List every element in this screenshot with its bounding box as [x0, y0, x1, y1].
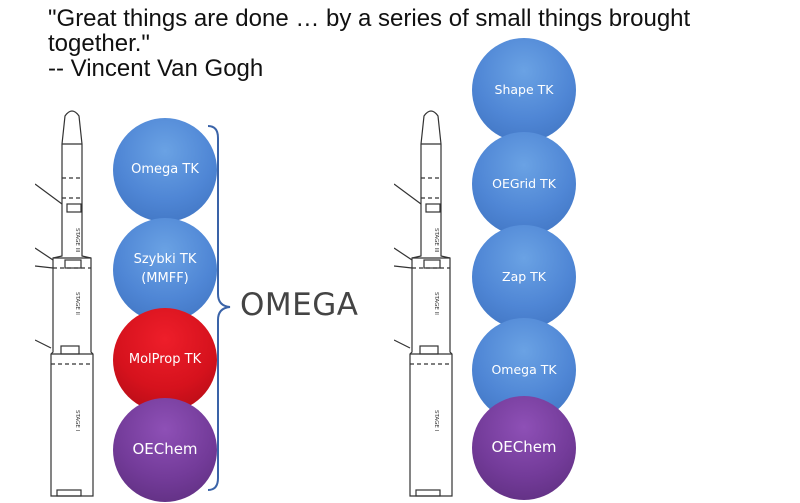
zap-tk-label: Zap TK	[502, 268, 546, 284]
szybki-tk-sublabel: (MMFF)	[141, 271, 189, 286]
oechem-label-left: OEChem	[132, 440, 198, 459]
quote-line-1: "Great things are done … by a series of …	[48, 5, 691, 32]
oechem-ball-right: OEChem	[472, 396, 576, 500]
omega-tk-label: Omega TK	[131, 161, 199, 177]
omega-tk-ball: Omega TK	[113, 118, 217, 222]
stage-3-label: STAGE III	[74, 228, 80, 253]
oegrid-tk-ball: OEGrid TK	[472, 132, 576, 236]
stage-3-label-right: STAGE III	[433, 228, 439, 253]
oechem-label-right: OEChem	[491, 438, 557, 457]
rocket-drawing-right: STAGE III STAGE II STAGE I	[394, 110, 453, 497]
stage-1-label: STAGE I	[74, 410, 80, 432]
oechem-ball-left: OEChem	[113, 398, 217, 502]
stage-2-label-right: STAGE II	[433, 292, 439, 315]
oegrid-tk-label: OEGrid TK	[492, 175, 556, 191]
stage-1-label-right: STAGE I	[433, 410, 439, 432]
omega-label: OMEGA	[240, 287, 359, 323]
quote-text: "Great things are done … by a series of …	[48, 6, 768, 81]
omega-tk-label-right: Omega TK	[491, 361, 557, 377]
rocket-drawing-left: STAGE III STAGE II STAGE I	[35, 110, 94, 497]
molprop-tk-ball: MolProp TK	[113, 308, 217, 412]
szybki-tk-ball: Szybki TK (MMFF)	[113, 218, 217, 322]
quote-line-2: together."	[48, 30, 150, 57]
omega-bracket	[207, 125, 231, 491]
szybki-tk-label: Szybki TK	[133, 252, 197, 268]
omega-tk-ball-right: Omega TK	[472, 318, 576, 422]
molprop-tk-label: MolProp TK	[128, 351, 202, 367]
zap-tk-ball: Zap TK	[472, 225, 576, 329]
shape-tk-label: Shape TK	[494, 81, 554, 97]
stage-2-label: STAGE II	[74, 292, 80, 315]
shape-tk-ball: Shape TK	[472, 38, 576, 142]
quote-attribution: -- Vincent Van Gogh	[48, 55, 264, 82]
